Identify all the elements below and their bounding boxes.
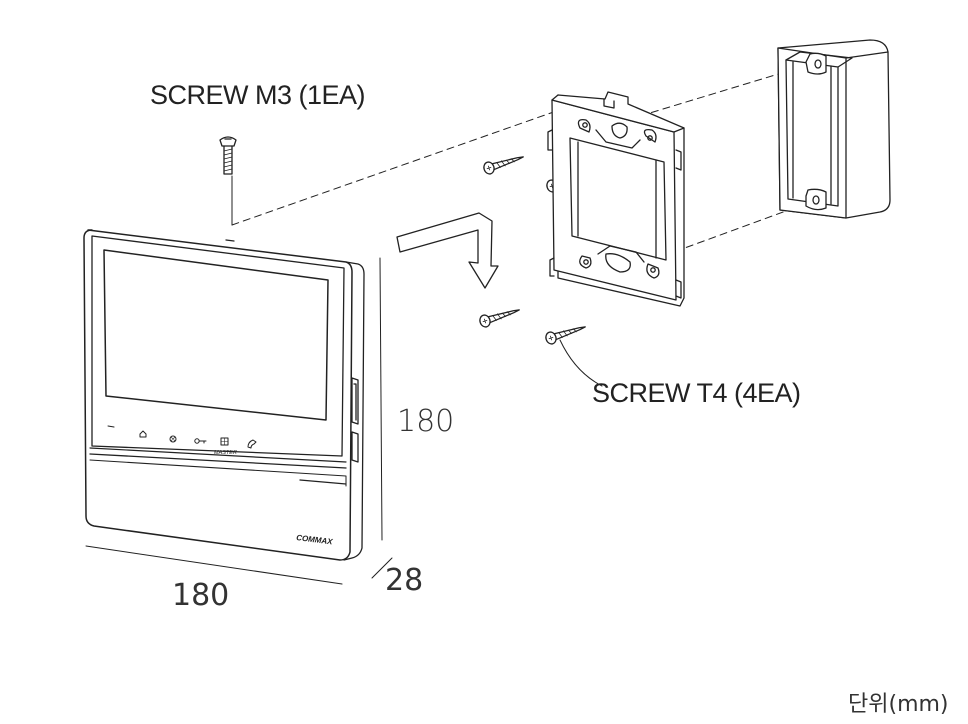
monitor-buttons [107,425,257,449]
screw-m3-label: SCREW M3 (1EA) [150,80,366,110]
mic-indicator-icon [107,425,115,428]
dimension-lines [85,257,393,585]
width-dimension: 180 [172,578,230,613]
master-button-label: MASTER [214,450,237,456]
screw-t4-label: SCREW T4 (4EA) [592,378,801,408]
unit-label: 단위(mm) [848,692,949,717]
key-icon [194,438,207,444]
brand-text: COMMAX [296,533,334,546]
screw-m3-icon [219,136,237,175]
height-dimension: 180 [397,404,455,439]
wall-bracket [547,91,685,307]
door-bell-icon [139,430,147,438]
install-arrow-icon [396,212,499,289]
video-monitor [83,229,365,561]
camera-icon [169,435,177,443]
depth-dimension: 28 [385,563,424,598]
junction-box [777,39,891,219]
t4-leader-line [559,339,603,387]
phone-icon [247,439,257,449]
alignment-lines [231,61,819,269]
brand-logo: COMMAX [296,533,334,546]
master-icon [220,437,229,446]
